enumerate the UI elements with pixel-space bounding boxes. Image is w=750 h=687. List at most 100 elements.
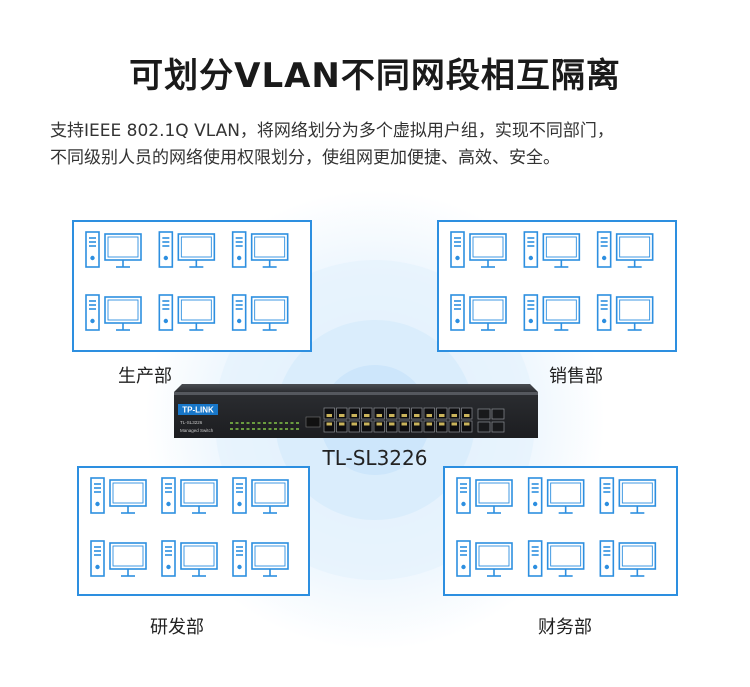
sfp-port bbox=[477, 421, 491, 433]
ethernet-port bbox=[423, 407, 435, 420]
port-contact bbox=[376, 414, 382, 417]
finance-computer-group bbox=[443, 466, 678, 596]
port-contact bbox=[401, 422, 407, 426]
status-led bbox=[279, 428, 283, 430]
status-led bbox=[274, 422, 277, 424]
computer-icon bbox=[599, 477, 657, 514]
brand-badge bbox=[178, 404, 218, 415]
status-led bbox=[241, 422, 244, 424]
port-contact bbox=[326, 422, 332, 426]
status-led bbox=[246, 422, 250, 424]
computer-icon bbox=[596, 231, 654, 268]
computer-icon bbox=[232, 477, 289, 514]
ethernet-port bbox=[398, 407, 410, 420]
computer-icon bbox=[456, 540, 513, 577]
computer-icon bbox=[232, 540, 289, 577]
computer-icon bbox=[231, 231, 289, 268]
port-contact bbox=[339, 422, 345, 426]
computer-icon bbox=[456, 477, 513, 514]
status-led bbox=[296, 428, 299, 430]
status-led bbox=[296, 422, 299, 424]
port-contact bbox=[464, 414, 470, 417]
status-led bbox=[268, 422, 272, 424]
status-led bbox=[290, 428, 294, 430]
status-led bbox=[263, 422, 266, 424]
port-contact bbox=[414, 422, 420, 426]
status-led bbox=[285, 422, 288, 424]
port-contact bbox=[439, 414, 445, 417]
computer-icon bbox=[90, 477, 147, 514]
sfp-port bbox=[477, 408, 491, 420]
port-contact bbox=[401, 414, 407, 417]
computer-icon bbox=[527, 540, 585, 577]
ethernet-ports bbox=[323, 407, 473, 433]
ethernet-port bbox=[436, 407, 448, 420]
ethernet-port bbox=[386, 407, 398, 420]
ethernet-port bbox=[436, 420, 448, 433]
ethernet-port bbox=[423, 420, 435, 433]
status-led bbox=[246, 428, 250, 430]
status-led bbox=[252, 428, 255, 430]
port-contact bbox=[364, 422, 370, 426]
status-led bbox=[285, 428, 288, 430]
computer-icon bbox=[85, 294, 142, 331]
ethernet-port bbox=[411, 420, 423, 433]
ethernet-port bbox=[323, 420, 335, 433]
ethernet-port bbox=[348, 407, 360, 420]
description-line-1: 支持IEEE 802.1Q VLAN，将网络划分为多个虚拟用户组，实现不同部门， bbox=[50, 121, 614, 141]
switch-subtitle-small: Managed Switch bbox=[180, 428, 214, 433]
status-led bbox=[279, 422, 283, 424]
port-contact bbox=[464, 422, 470, 426]
description: 支持IEEE 802.1Q VLAN，将网络划分为多个虚拟用户组，实现不同部门，… bbox=[50, 118, 710, 172]
computer-icon bbox=[161, 477, 218, 514]
computer-icon bbox=[90, 540, 147, 577]
port-contact bbox=[426, 414, 432, 417]
status-led bbox=[230, 428, 233, 430]
port-contact bbox=[376, 422, 382, 426]
port-contact bbox=[389, 422, 395, 426]
port-contact bbox=[326, 414, 332, 417]
computer-icon bbox=[450, 294, 507, 331]
computer-icon bbox=[523, 294, 581, 331]
computer-icon bbox=[158, 294, 216, 331]
port-contact bbox=[426, 422, 432, 426]
port-contact bbox=[451, 422, 457, 426]
computer-icon bbox=[161, 540, 218, 577]
status-led bbox=[235, 422, 239, 424]
ethernet-port bbox=[323, 407, 335, 420]
computer-icon bbox=[85, 231, 142, 268]
sfp-port bbox=[491, 421, 505, 433]
computer-icon bbox=[599, 540, 657, 577]
port-contact bbox=[339, 414, 345, 417]
console-port bbox=[305, 416, 321, 428]
computer-icon bbox=[450, 231, 507, 268]
status-led bbox=[268, 428, 272, 430]
rnd-department-label: 研发部 bbox=[150, 617, 204, 638]
computer-icon bbox=[231, 294, 289, 331]
ethernet-port bbox=[448, 420, 460, 433]
port-contact bbox=[414, 414, 420, 417]
ethernet-port bbox=[373, 420, 385, 433]
status-led bbox=[235, 428, 239, 430]
sfp-ports bbox=[477, 408, 505, 433]
ethernet-port bbox=[461, 420, 473, 433]
status-led bbox=[257, 422, 261, 424]
status-led bbox=[241, 428, 244, 430]
computer-icon bbox=[158, 231, 216, 268]
port-contact bbox=[439, 422, 445, 426]
ethernet-port bbox=[448, 407, 460, 420]
port-contact bbox=[351, 422, 357, 426]
rnd-computer-group bbox=[77, 466, 310, 596]
ethernet-port bbox=[398, 420, 410, 433]
computer-icon bbox=[523, 231, 581, 268]
ethernet-port bbox=[361, 420, 373, 433]
finance-department-label: 财务部 bbox=[538, 617, 592, 638]
port-contact bbox=[364, 414, 370, 417]
sales-computer-group bbox=[437, 220, 677, 352]
port-contact bbox=[389, 414, 395, 417]
sfp-port bbox=[491, 408, 505, 420]
production-department-label: 生产部 bbox=[118, 366, 172, 387]
status-led bbox=[230, 422, 233, 424]
computer-icon bbox=[527, 477, 585, 514]
ethernet-port bbox=[386, 420, 398, 433]
